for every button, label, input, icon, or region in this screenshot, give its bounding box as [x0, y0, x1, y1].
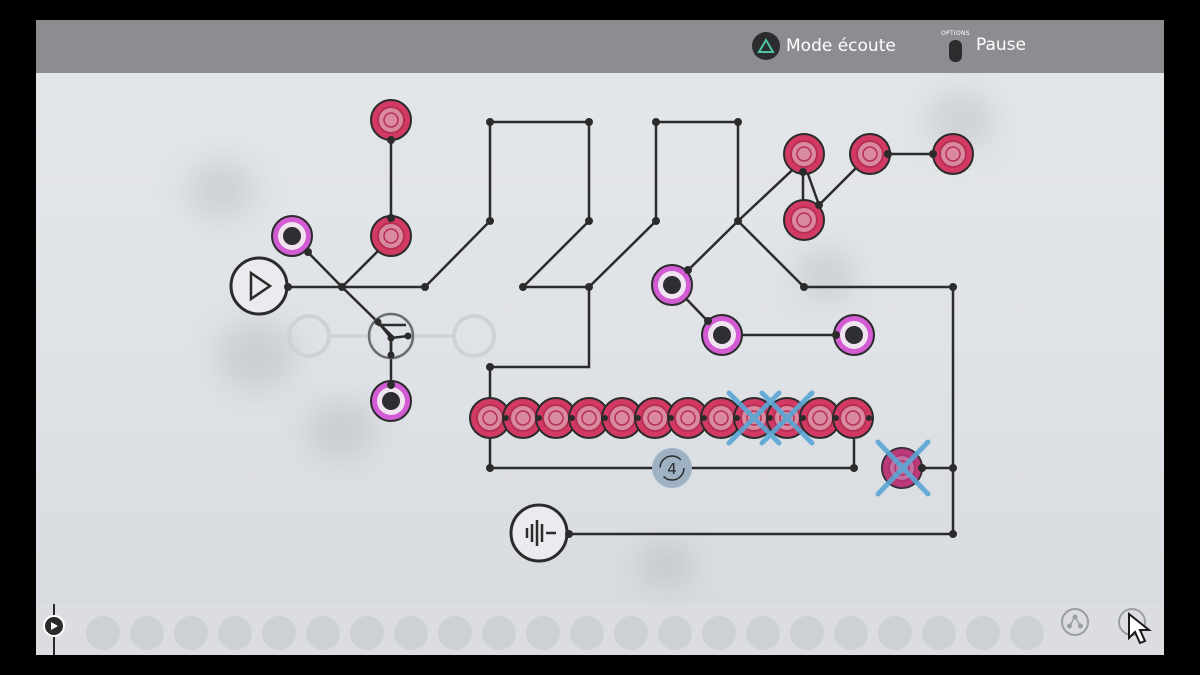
- share-icon[interactable]: [1061, 608, 1089, 636]
- timeline-slot[interactable]: [614, 616, 648, 650]
- timeline-bar: [36, 604, 1164, 655]
- background-smudge: [216, 320, 296, 390]
- timeline-slot[interactable]: [350, 616, 384, 650]
- triangle-button-icon: [752, 32, 780, 60]
- pause-label: Pause: [976, 35, 1026, 55]
- loop-counter-badge[interactable]: 4: [652, 448, 692, 488]
- timeline-slot[interactable]: [790, 616, 824, 650]
- listen-mode-label: Mode écoute: [786, 36, 896, 56]
- junction-switch[interactable]: [367, 312, 415, 360]
- timeline-slot[interactable]: [438, 616, 472, 650]
- output-speaker-node[interactable]: [509, 503, 569, 563]
- options-button-icon[interactable]: OPTIONS: [941, 30, 971, 64]
- timeline-slot[interactable]: [86, 616, 120, 650]
- game-screen: Mode écoute OPTIONS Pause: [36, 20, 1164, 655]
- top-bar: Mode écoute OPTIONS Pause: [36, 20, 1164, 73]
- timeline-slot[interactable]: [834, 616, 868, 650]
- inactive-node-ghosts: [287, 314, 496, 358]
- puzzle-board: 4: [229, 99, 974, 563]
- pink-nodes[interactable]: [370, 99, 974, 257]
- background-smudge: [306, 400, 376, 460]
- timeline-slot[interactable]: [922, 616, 956, 650]
- timeline-slot[interactable]: [878, 616, 912, 650]
- options-small-label: OPTIONS: [941, 30, 970, 37]
- timeline-slot[interactable]: [570, 616, 604, 650]
- timeline-slot[interactable]: [482, 616, 516, 650]
- timeline-slot[interactable]: [306, 616, 340, 650]
- options-button-shape: [949, 40, 962, 62]
- pink-node: [783, 133, 825, 175]
- background-smudge: [186, 160, 256, 220]
- background-smudge: [636, 540, 696, 590]
- timeline-slot[interactable]: [130, 616, 164, 650]
- cancel-x-marks: [726, 390, 931, 497]
- timeline-slot[interactable]: [1010, 616, 1044, 650]
- pause-hint[interactable]: Pause: [976, 35, 1026, 55]
- timeline-slot[interactable]: [262, 616, 296, 650]
- timeline-slot[interactable]: [174, 616, 208, 650]
- mouse-cursor-icon: [1128, 612, 1152, 645]
- loop-counter-value: 4: [667, 460, 677, 478]
- timeline-slot[interactable]: [966, 616, 1000, 650]
- sequence-row[interactable]: [469, 397, 874, 439]
- start-play-node[interactable]: [229, 256, 289, 316]
- timeline-slot[interactable]: [526, 616, 560, 650]
- pink-node: [932, 133, 974, 175]
- wire-junctions: [284, 118, 957, 538]
- background-smudge: [796, 250, 856, 300]
- listen-mode-hint[interactable]: Mode écoute: [752, 32, 896, 60]
- magenta-nodes[interactable]: [271, 215, 875, 422]
- timeline-slot[interactable]: [394, 616, 428, 650]
- timeline-play-icon[interactable]: [43, 615, 65, 637]
- pink-node: [370, 99, 412, 141]
- timeline-slot[interactable]: [702, 616, 736, 650]
- timeline-slot[interactable]: [218, 616, 252, 650]
- timeline-slot[interactable]: [746, 616, 780, 650]
- timeline-slot[interactable]: [658, 616, 692, 650]
